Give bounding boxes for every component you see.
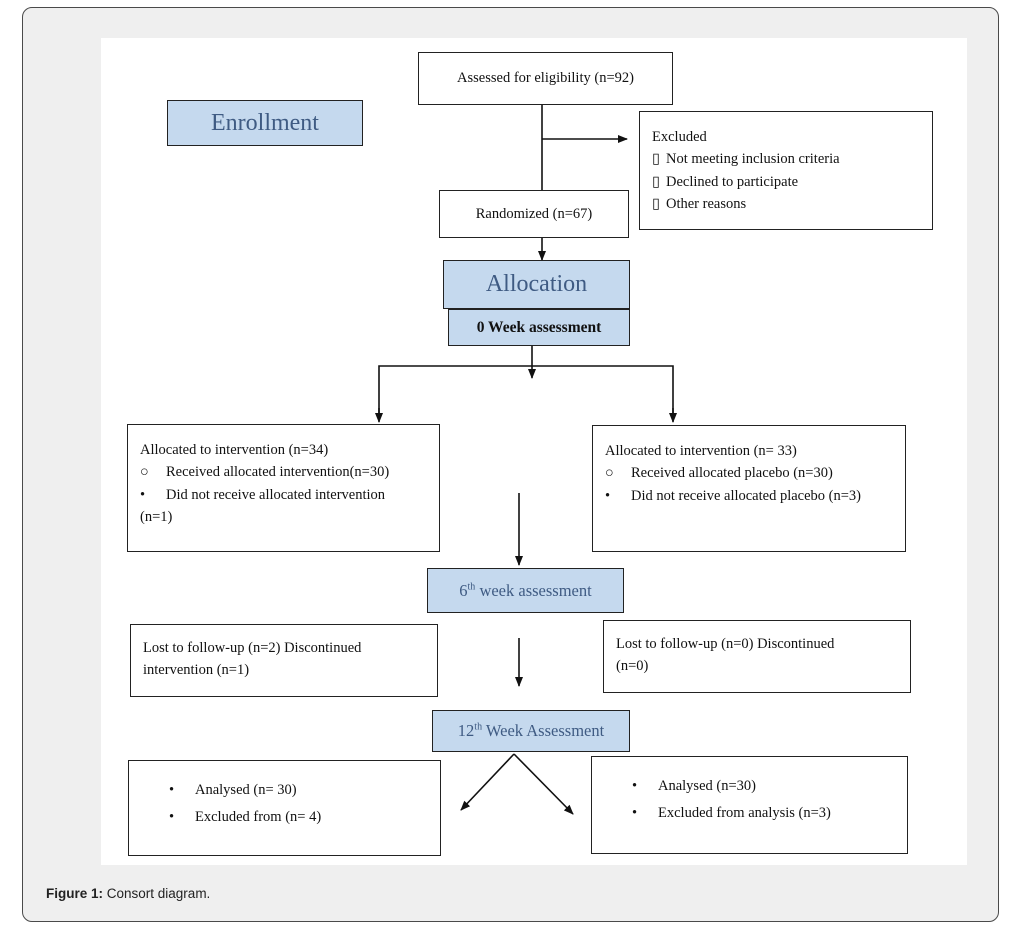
list-item: •Analysed (n= 30) — [169, 777, 440, 804]
list-item: •Excluded from analysis (n=3) — [632, 800, 907, 827]
box-bullet: ▯ — [652, 151, 660, 168]
alloc-right-list: ○Received allocated placebo (n=30) •Did … — [605, 462, 893, 507]
week12-text: 12th Week Assessment — [457, 721, 605, 740]
caption-label: Figure 1: — [46, 886, 104, 901]
list-item: ▯Other reasons — [652, 193, 920, 215]
alloc-right-title: Allocated to intervention (n= 33) — [605, 443, 797, 459]
connector-arrows — [375, 105, 677, 815]
alloc-right-box: Allocated to intervention (n= 33) ○Recei… — [592, 425, 906, 552]
list-item: ▯Declined to participate — [652, 171, 920, 193]
week6-text: 6th week assessment — [459, 580, 592, 600]
lost-left-box: Lost to follow-up (n=2) Discontinued int… — [130, 624, 438, 697]
analysed-left-list: •Analysed (n= 30) •Excluded from (n= 4) — [169, 777, 440, 831]
list-item: •Analysed (n=30) — [632, 773, 907, 800]
week12-label: 12th Week Assessment — [432, 710, 630, 752]
lost-right-line1: Lost to follow-up (n=0) Discontinued — [616, 636, 835, 652]
assessed-text: Assessed for eligibility (n=92) — [457, 70, 634, 87]
figure-card: Enrollment Assessed for eligibility (n=9… — [22, 7, 999, 922]
dot-bullet: • — [605, 487, 611, 504]
lost-right-box: Lost to follow-up (n=0) Discontinued (n=… — [603, 620, 911, 693]
enrollment-text: Enrollment — [211, 109, 319, 136]
alloc-left-tail: (n=1) — [140, 509, 173, 526]
excluded-box: Excluded ▯Not meeting inclusion criteria… — [639, 111, 933, 230]
allocation-label: Allocation — [443, 260, 630, 309]
alloc-left-list: ○Received allocated intervention(n=30) •… — [140, 461, 427, 506]
list-item: ○Received allocated intervention(n=30) — [140, 461, 427, 483]
list-item: ▯Not meeting inclusion criteria — [652, 148, 920, 170]
dot-bullet: • — [632, 778, 638, 794]
week6-label: 6th week assessment — [427, 568, 624, 613]
diagram-canvas: Enrollment Assessed for eligibility (n=9… — [101, 38, 967, 865]
figure-caption: Figure 1: Consort diagram. — [46, 886, 210, 901]
randomized-box: Randomized (n=67) — [439, 190, 629, 238]
dot-bullet: • — [169, 782, 175, 798]
analysed-right-box: •Analysed (n=30) •Excluded from analysis… — [591, 756, 908, 854]
list-item: •Did not receive allocated intervention — [140, 484, 427, 506]
list-item: •Excluded from (n= 4) — [169, 804, 440, 831]
week0-text: 0 Week assessment — [476, 318, 602, 336]
list-item: ○Received allocated placebo (n=30) — [605, 462, 893, 484]
randomized-text: Randomized (n=67) — [475, 205, 593, 222]
caption-text: Consort diagram. — [103, 886, 211, 901]
allocation-text: Allocation — [485, 271, 588, 297]
dot-bullet: • — [169, 808, 175, 825]
lost-right-line2: (n=0) — [616, 658, 649, 675]
list-item: •Did not receive allocated placebo (n=3) — [605, 485, 893, 507]
analysed-right-list: •Analysed (n=30) •Excluded from analysis… — [632, 773, 907, 827]
circle-bullet: ○ — [605, 465, 614, 482]
assessed-box: Assessed for eligibility (n=92) — [418, 52, 673, 105]
alloc-left-box: Allocated to intervention (n=34) ○Receiv… — [127, 424, 440, 552]
box-bullet: ▯ — [652, 196, 660, 213]
excluded-list: ▯Not meeting inclusion criteria ▯Decline… — [652, 148, 920, 215]
analysed-left-box: •Analysed (n= 30) •Excluded from (n= 4) — [128, 760, 441, 856]
box-bullet: ▯ — [652, 173, 660, 190]
arrow-to-analysed-right — [513, 753, 574, 815]
dot-bullet: • — [632, 804, 638, 821]
arrow-to-analysed-left — [460, 753, 515, 811]
circle-bullet: ○ — [140, 464, 149, 481]
branch-line — [378, 365, 674, 420]
alloc-left-title: Allocated to intervention (n=34) — [140, 442, 329, 458]
week0-label: 0 Week assessment — [448, 309, 630, 346]
lost-left-line1: Lost to follow-up (n=2) Discontinued — [143, 640, 362, 656]
dot-bullet: • — [140, 486, 146, 503]
lost-left-line2: intervention (n=1) — [143, 662, 250, 679]
enrollment-label: Enrollment — [167, 100, 363, 146]
excluded-title: Excluded — [652, 129, 707, 145]
